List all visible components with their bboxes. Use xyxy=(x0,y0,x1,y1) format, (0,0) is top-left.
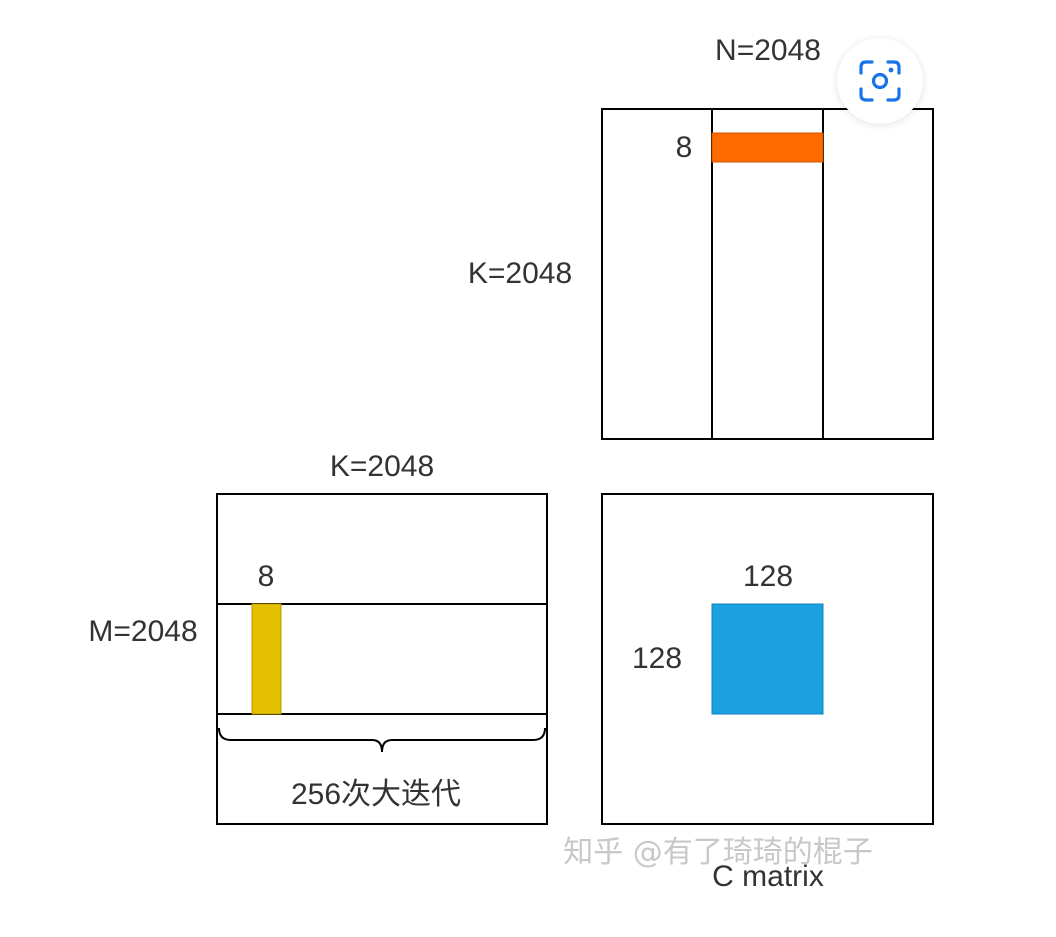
image-search-icon xyxy=(859,60,901,102)
matrix-c: 128 128 C matrix xyxy=(601,493,934,893)
matrix-b-height-label: K=2048 xyxy=(468,257,572,290)
matrix-b-slice-label: 8 xyxy=(676,131,693,164)
watermark: 知乎 @有了琦琦的棍子 xyxy=(563,835,873,870)
matrix-c-tile-height-label: 128 xyxy=(632,642,682,675)
matrix-a-width-label: K=2048 xyxy=(330,450,434,483)
matrix-a-slice-label: 8 xyxy=(258,560,275,593)
matrix-b-slice xyxy=(711,132,824,163)
matrix-a-height-label: M=2048 xyxy=(88,615,197,648)
matrix-b-width-label: N=2048 xyxy=(715,34,821,67)
matrix-b-outline xyxy=(601,108,934,440)
matrix-a: K=2048 M=2048 8 256次大迭代 xyxy=(88,450,548,825)
matrix-c-tile-width-label: 128 xyxy=(743,560,793,593)
image-search-button[interactable] xyxy=(837,38,923,124)
iteration-label: 256次大迭代 xyxy=(291,778,461,811)
iteration-brace xyxy=(218,727,546,753)
matrix-c-caption: C matrix xyxy=(712,860,824,893)
matrix-c-tile xyxy=(711,603,824,715)
matrix-a-slice xyxy=(251,603,282,715)
matrix-b: N=2048 K=2048 8 xyxy=(468,34,934,440)
